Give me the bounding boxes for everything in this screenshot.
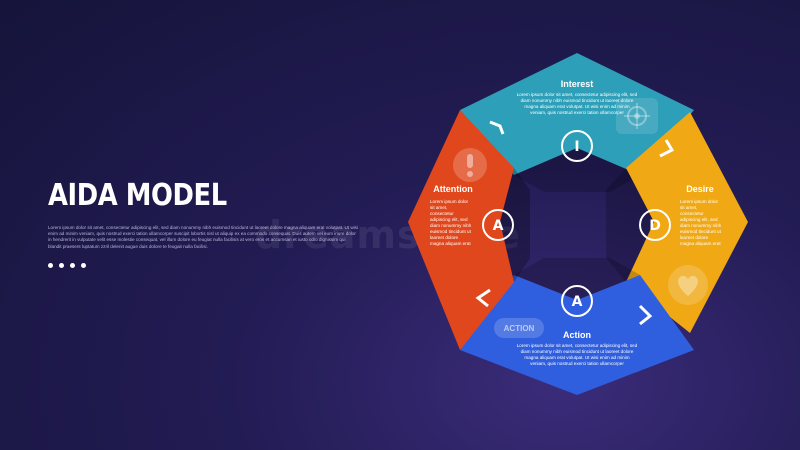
segment-attention-letter-ring — [482, 209, 514, 241]
segment-interest-shade — [514, 148, 640, 192]
segment-interest-text-4: veniam, quis nostrud exerci tation ullam… — [530, 110, 624, 115]
exclamation-icon — [453, 148, 487, 182]
segment-attention-letter: A — [493, 218, 504, 234]
segment-interest-text-1: Lorem ipsum dolor sit amet, consectetur … — [517, 92, 638, 97]
segment-action-text-4: veniam, quis nostrud exerci tation ullam… — [530, 361, 624, 366]
segment-action-letter-ring — [561, 285, 593, 317]
description-text: Lorem ipsum dolor sit amet, consectetur … — [48, 225, 358, 249]
segment-interest: Interest Lorem ipsum dolor sit amet, con… — [460, 53, 694, 192]
segment-interest-letter-ring — [561, 130, 593, 162]
segment-attention-line: Lorem ipsum dolor — [430, 199, 469, 204]
segment-desire-line: adipiscing elit, sed — [680, 217, 718, 222]
heart-icon — [668, 265, 708, 305]
segment-attention-line: magna aliquam erat — [430, 241, 471, 246]
dot — [59, 263, 64, 268]
segment-attention-line: adipiscing elit, sed — [430, 217, 468, 222]
segment-desire-letter: D — [649, 218, 661, 234]
arrow-chevron-icon — [475, 288, 491, 308]
segment-interest-letter: I — [574, 139, 579, 155]
segment-action: Action Lorem ipsum dolor sit amet, conse… — [460, 258, 694, 395]
segment-desire-line: consectetur — [680, 211, 704, 216]
segment-attention-line: sit amet, — [430, 205, 447, 210]
segment-interest-text-3: magna aliquam erat volutpat. Ut wisi eni… — [524, 104, 629, 109]
segment-attention-shade — [500, 168, 530, 282]
segment-desire-line: magna aliquam erat — [680, 241, 721, 246]
segment-desire-shape — [626, 112, 748, 333]
segment-attention-line: euismod tincidunt ut — [430, 229, 472, 234]
segment-desire-line: sit amet, — [680, 205, 697, 210]
action-badge-text: ACTION — [504, 324, 535, 333]
pagination-dots — [48, 263, 86, 268]
segment-action-text-1: Lorem ipsum dolor sit amet, consectetur … — [517, 343, 638, 348]
segment-desire-line: euismod tincidunt ut — [680, 229, 722, 234]
segment-interest-title: Interest — [561, 79, 594, 89]
segment-action-title: Action — [563, 330, 591, 340]
segment-attention-line: diam nonummy nibh — [430, 223, 472, 228]
dot — [48, 263, 53, 268]
segment-attention-line: laoreet dolore — [430, 235, 459, 240]
segment-desire-letter-ring — [639, 209, 671, 241]
segment-attention: Attention Lorem ipsum dolor sit amet, co… — [408, 110, 530, 350]
segment-attention-line: consectetur — [430, 211, 454, 216]
segment-desire-line: diam nonummy nibh — [680, 223, 722, 228]
segment-action-letter: A — [572, 294, 583, 310]
segment-interest-text-2: diam nonummy nibh euismod tincidunt ut l… — [521, 98, 634, 103]
segment-interest-shape — [460, 53, 694, 175]
page-title: AIDA MODEL — [48, 178, 227, 213]
target-icon — [616, 98, 658, 134]
segment-action-shade — [514, 258, 640, 300]
segment-desire-shade — [606, 168, 654, 282]
arrow-chevron-icon — [659, 139, 675, 158]
segment-desire-line: Lorem ipsum dolor — [680, 199, 719, 204]
segment-action-text-2: diam nonummy nibh euismod tincidunt ut l… — [521, 349, 634, 354]
action-badge-icon: ACTION — [494, 318, 544, 338]
segment-desire-title: Desire — [686, 184, 714, 194]
segment-attention-title: Attention — [433, 184, 473, 194]
dot — [70, 263, 75, 268]
segment-action-shape — [460, 275, 694, 395]
arrow-chevron-icon — [489, 120, 505, 135]
segment-desire-line: laoreet dolore — [680, 235, 709, 240]
dot — [81, 263, 86, 268]
arrow-chevron-icon — [638, 304, 653, 326]
segment-attention-text: Lorem ipsum dolor sit amet, consectetur … — [430, 199, 472, 246]
segment-desire-text: Lorem ipsum dolor sit amet, consectetur … — [680, 199, 722, 246]
segment-desire: Desire Lorem ipsum dolor sit amet, conse… — [606, 112, 748, 333]
segment-action-text-3: magna aliquam erat volutpat. Ut wisi eni… — [524, 355, 629, 360]
